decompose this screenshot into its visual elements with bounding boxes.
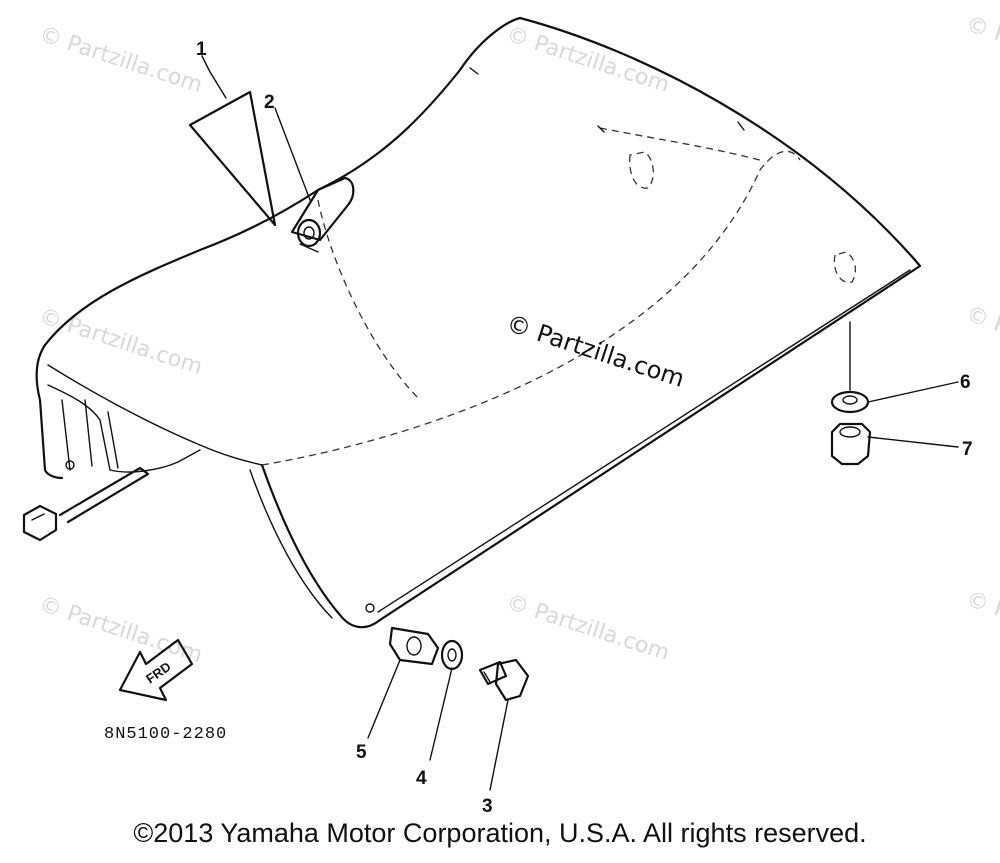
copyright-notice: ©2013 Yamaha Motor Corporation, U.S.A. A… xyxy=(133,818,867,848)
washer-part-6 xyxy=(830,390,870,414)
seat xyxy=(35,16,922,629)
callout-5: 5 xyxy=(356,742,367,763)
callout-7: 7 xyxy=(962,439,973,460)
watermark-text: © Partzilla.com xyxy=(36,304,205,380)
bolt-part-3 xyxy=(478,658,530,702)
watermark-text: © Partzilla.com xyxy=(36,592,205,668)
watermark-text: © Partzilla.com xyxy=(963,587,1000,663)
watermark-text: © Partzilla.com xyxy=(963,302,1000,378)
washer-part-4 xyxy=(440,639,464,671)
hinge-assembly xyxy=(290,176,355,253)
callout-3: 3 xyxy=(482,796,493,817)
nut-part-7 xyxy=(830,422,872,466)
watermark-text: © Partzilla.com xyxy=(503,590,672,666)
seat-hook xyxy=(22,466,150,542)
diagram-code: 8N5100-2280 xyxy=(104,725,227,744)
plate-part-5 xyxy=(388,626,440,666)
watermark-text: © Partzilla.com xyxy=(503,22,672,98)
callout-2: 2 xyxy=(264,92,275,113)
watermark-text: © Partzilla.com xyxy=(963,12,1000,88)
watermark-text: © Partzilla.com xyxy=(36,22,205,98)
leader-lines xyxy=(188,55,959,791)
callout-4: 4 xyxy=(416,768,427,789)
callout-1: 1 xyxy=(196,39,207,60)
callout-numbers: 1 2 3 4 5 6 7 xyxy=(196,39,973,817)
callout-6: 6 xyxy=(960,372,971,393)
center-watermark: © Partzilla.com xyxy=(503,309,688,393)
